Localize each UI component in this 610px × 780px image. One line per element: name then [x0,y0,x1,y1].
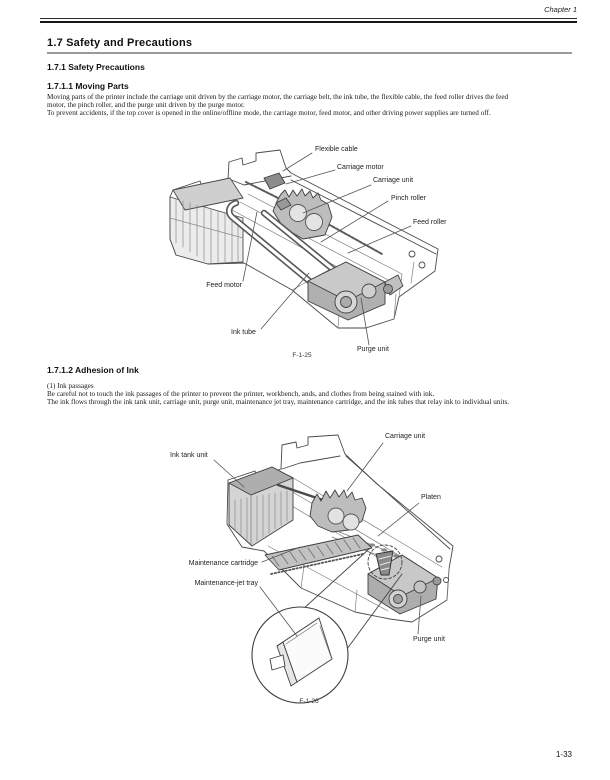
fig2-ink-tank-unit-shape [228,466,294,547]
fig1-label-feed-motor: Feed motor [206,282,242,289]
fig2-label-purge-unit: Purge unit [413,636,445,643]
fig2-label-maintenance-cartridge: Maintenance cartridge [188,560,258,567]
header-rule-thin [40,18,577,19]
fig1-label-purge-unit: Purge unit [357,346,389,353]
chapter-header: Chapter 1 [544,5,577,14]
fig2-label-platen: Platen [421,494,441,501]
page-title-rule [47,52,572,54]
fig2-label-carriage-unit: Carriage unit [385,433,426,440]
fig2-detail-circle [367,544,403,580]
fig2-maintenance-cartridge-shape [264,534,373,575]
fig1-caption: F-1-25 [292,352,312,359]
fig1-left-station [169,177,244,265]
page-title: 1.7 Safety and Precautions [47,37,193,49]
figure-f-1-25: Flexible cable Carriage motor Carriage u… [140,142,475,359]
fig1-label-ink-tube: Ink tube [231,329,256,336]
fig1-carriage-unit-shape [272,188,333,240]
fig1-label-carriage-motor: Carriage motor [337,164,384,171]
header-rule-thick [40,20,577,23]
printer-ink-passages-illustration [213,434,454,704]
heading-adhesion-of-ink: 1.7.1.2 Adhesion of Ink [47,365,139,375]
fig2-leader-lines [213,442,422,637]
fig1-label-feed-roller: Feed roller [413,219,447,226]
page-number: 1-33 [555,750,572,759]
figure-f-1-26: Carriage unit Ink tank unit Platen Maint… [150,428,520,713]
printer-moving-parts-illustration [169,149,439,346]
adhesion-of-ink-body: (1) Ink passages Be careful not to touch… [47,382,510,407]
fig2-label-maintenance-jet-tray: Maintenance-jet tray [194,580,258,587]
moving-parts-body: Moving parts of the printer include the … [47,93,509,118]
fig2-caption: F-1-26 [299,698,319,705]
fig2-carriage-unit-shape [309,489,367,533]
fig1-label-flexible-cable: Flexible cable [315,146,358,153]
fig1-leader-lines [242,152,412,346]
heading-moving-parts: 1.7.1.1 Moving Parts [47,81,129,91]
fig1-carriage-motor-shape [263,172,286,190]
fig1-label-pinch-roller: Pinch roller [391,195,427,202]
fig1-purge-unit-shape [307,261,404,321]
heading-safety-precautions: 1.7.1 Safety Precautions [47,62,145,72]
fig1-label-carriage-unit: Carriage unit [373,177,414,184]
fig2-label-ink-tank-unit: Ink tank unit [170,452,208,459]
fig2-maintenance-jet-tray-shape [251,606,349,704]
